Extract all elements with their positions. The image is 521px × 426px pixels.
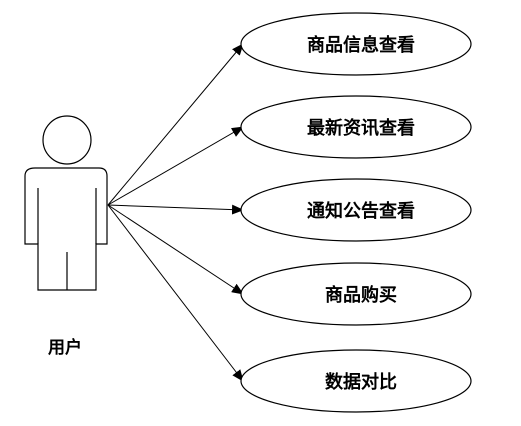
use-case-ellipse	[240, 12, 472, 76]
association-arrow-1	[107, 43, 244, 206]
use-case-label: 数据对比	[325, 371, 397, 393]
use-case-label: 商品信息查看	[307, 34, 415, 56]
use-case-label: 最新资讯查看	[307, 117, 415, 139]
use-case-ellipse	[240, 178, 472, 242]
use-case-label: 商品购买	[325, 284, 397, 306]
use-case-3: 通知公告查看	[240, 178, 472, 242]
use-case-4: 商品购买	[240, 262, 472, 326]
actor-head	[42, 115, 92, 165]
association-arrow-2	[107, 126, 244, 206]
use-case-ellipse	[240, 349, 472, 413]
actor-figure	[24, 115, 108, 291]
actor-label: 用户	[48, 337, 82, 358]
use-case-ellipse	[240, 95, 472, 159]
association-arrow-3	[107, 204, 244, 215]
associations	[107, 43, 244, 382]
use-case-label: 通知公告查看	[307, 200, 415, 222]
use-case-5: 数据对比	[240, 349, 472, 413]
actor-body	[24, 167, 108, 291]
association-arrow-4	[107, 204, 244, 295]
use-case-1: 商品信息查看	[240, 12, 472, 76]
use-case-ellipse	[240, 262, 472, 326]
use-case-2: 最新资讯查看	[240, 95, 472, 159]
association-arrow-5	[107, 204, 244, 382]
